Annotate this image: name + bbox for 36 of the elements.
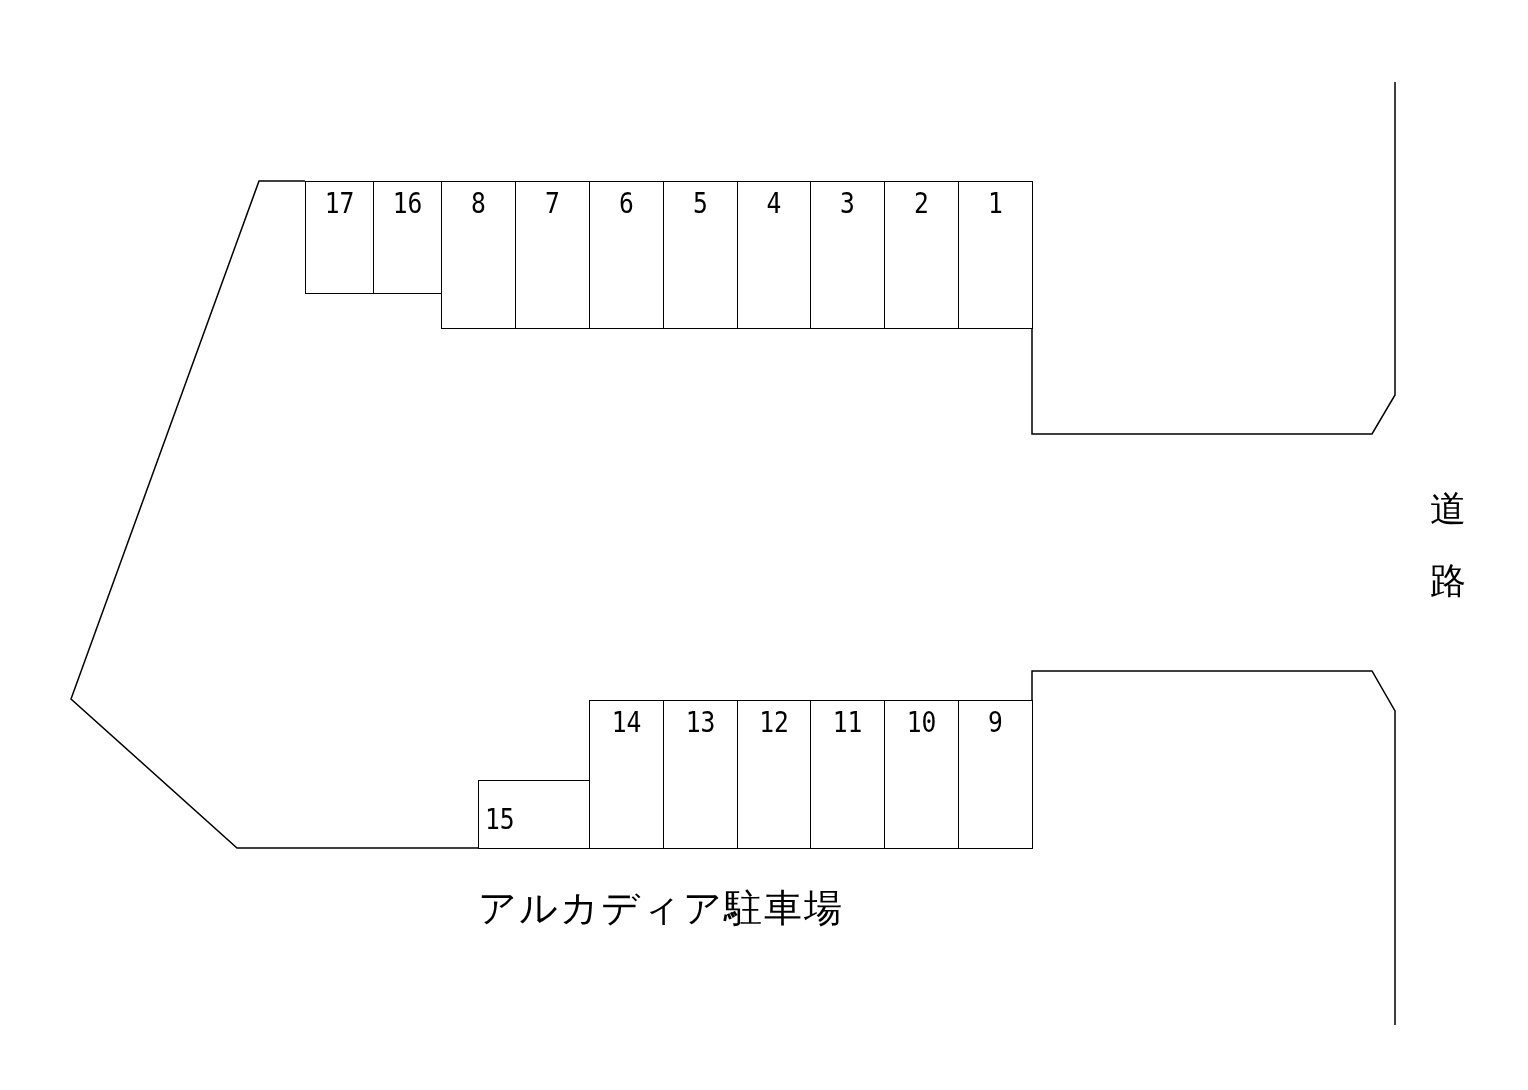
parking-space [810,181,885,329]
space-number: 15 [485,802,515,836]
parking-space [958,700,1033,849]
space-number: 4 [765,186,783,220]
parking-space [589,181,664,329]
road-label: 道路 [1430,487,1467,603]
parking-space [810,700,885,849]
space-number: 12 [758,705,790,739]
space-number: 7 [544,186,561,220]
parking-space [737,700,811,849]
parking-space [737,181,811,329]
space-number: 13 [684,705,717,739]
space-number: 17 [323,186,356,220]
parking-space [441,181,516,329]
space-number: 11 [831,705,864,739]
space-number: 5 [692,186,709,220]
parking-space [305,181,374,294]
space-number: 10 [905,705,938,739]
space-number: 9 [987,705,1004,739]
parking-space [663,181,738,329]
space-number: 1 [987,186,1004,220]
space-number: 3 [839,186,856,220]
parking-space [884,700,959,849]
space-number: 8 [470,186,487,220]
parking-space [373,181,442,294]
lot-name: アルカディア駐車場 [478,885,844,932]
space-number: 2 [913,186,930,220]
parking-space [589,700,664,849]
space-number: 6 [618,186,635,220]
parking-space [478,780,590,849]
parking-space [515,181,590,329]
parking-space [663,700,738,849]
space-number: 16 [391,186,424,220]
space-number: 14 [610,705,643,739]
parking-space [884,181,959,329]
parking-space [958,181,1033,329]
